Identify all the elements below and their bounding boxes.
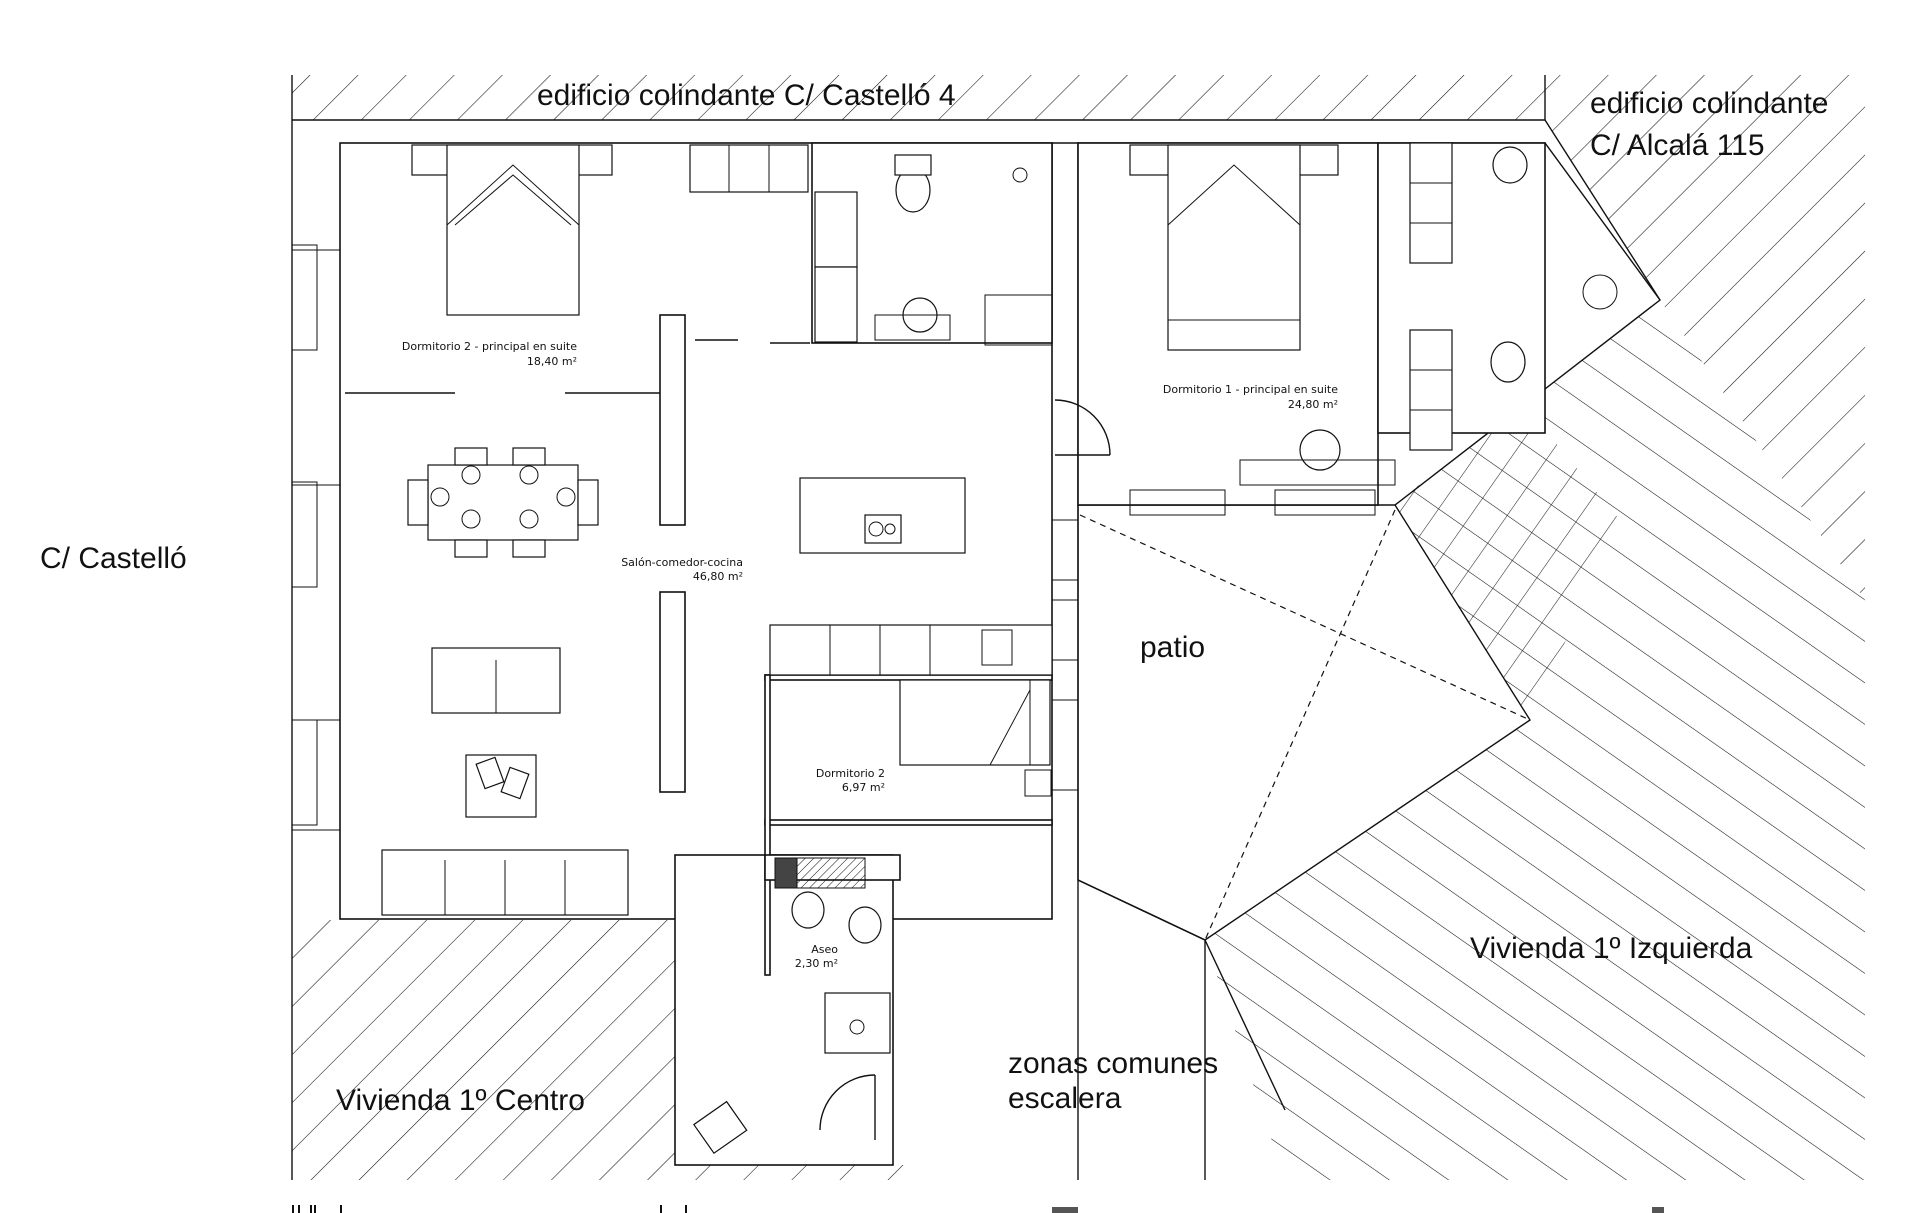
label-neighbor-top: edificio colindante C/ Castelló 4: [537, 79, 956, 112]
label-neighbor-right-2: C/ Alcalá 115: [1590, 129, 1765, 162]
room-dormitorio2-name: Dormitorio 2: [816, 767, 885, 780]
bedroom-1-suite-furniture: [1129, 142, 1618, 486]
room-dormitorio2-area: 6,97 m²: [842, 781, 885, 794]
room-dormitorio1-suite-name: Dormitorio 1 - principal en suite: [1163, 383, 1338, 396]
footer-marks: [292, 1205, 1664, 1213]
label-patio: patio: [1140, 631, 1205, 664]
room-aseo-area: 2,30 m²: [795, 957, 838, 970]
room-dormitorio2-suite-area: 18,40 m²: [527, 355, 577, 368]
salon-furniture: [381, 447, 1053, 916]
label-common-2: escalera: [1008, 1082, 1122, 1115]
label-common-1: zonas comunes: [1008, 1047, 1218, 1080]
bedroom-2-suite-furniture: [345, 144, 1053, 394]
room-dormitorio1-suite-area: 24,80 m²: [1288, 398, 1338, 411]
label-neighbor-bottom-left: Vivienda 1º Centro: [336, 1084, 585, 1117]
room-salon-area: 46,80 m²: [693, 570, 743, 583]
room-dormitorio2-suite-name: Dormitorio 2 - principal en suite: [402, 340, 577, 353]
room-aseo-name: Aseo: [811, 943, 838, 956]
neighbor-bottom-right-hatch: [1205, 300, 1865, 1180]
room-salon-name: Salón-comedor-cocina: [621, 556, 743, 569]
label-street-left: C/ Castelló: [40, 542, 187, 575]
neighbor-top-hatch: [292, 75, 1545, 120]
label-neighbor-right-1: edificio colindante: [1590, 87, 1829, 120]
neighbor-bottom-left-hatch: [292, 920, 675, 1180]
neighbor-right-lower-hatch: [1395, 400, 1620, 720]
bedroom-2-aseo-furniture: [693, 399, 1111, 1155]
stair-hatch: [675, 1165, 925, 1180]
neighbor-right-hatch: [1545, 75, 1865, 600]
label-neighbor-bottom-right: Vivienda 1º Izquierda: [1470, 932, 1753, 965]
hatched-neighbors: [292, 75, 1865, 1180]
